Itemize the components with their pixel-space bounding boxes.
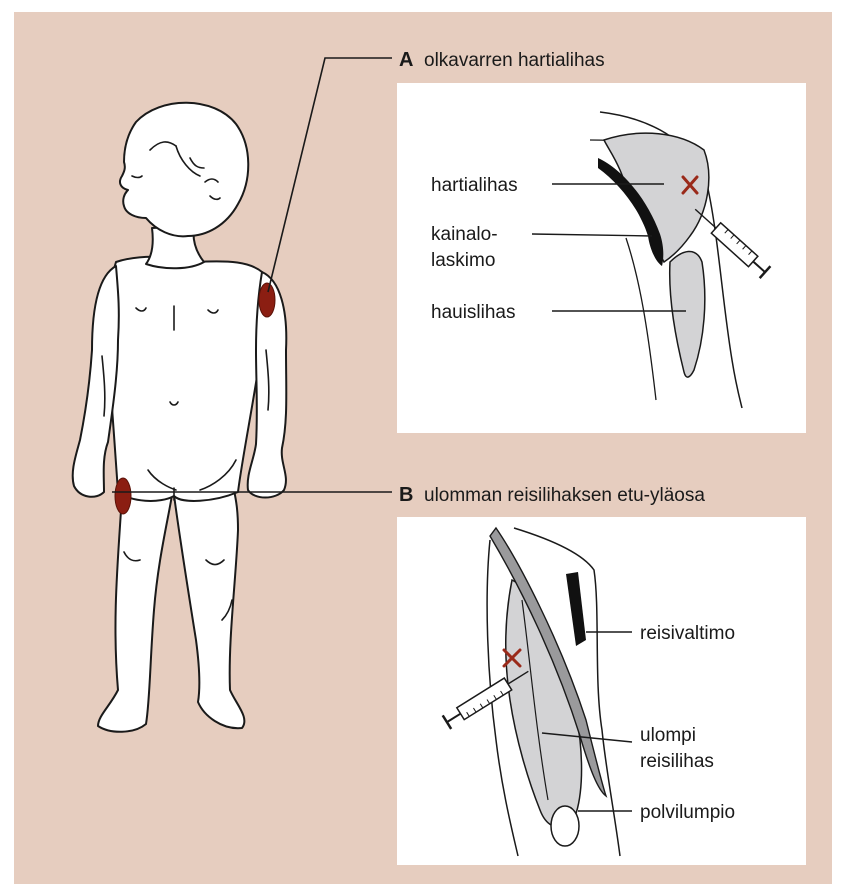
label-deltoid: hartialihas	[431, 175, 518, 196]
label-femoral-artery: reisivaltimo	[640, 623, 735, 644]
label-axillary-vein-2: laskimo	[431, 250, 495, 271]
label-axillary-vein-1: kainalo-	[431, 224, 498, 245]
leader-line-a	[268, 58, 392, 292]
label-biceps: hauislihas	[431, 302, 516, 323]
section-b-letter: B	[399, 484, 413, 506]
label-thigh-muscle-1: ulompi	[640, 725, 696, 746]
panel-b: reisivaltimo ulompi reisilihas polvilump…	[397, 517, 806, 865]
injection-site-thigh	[115, 478, 131, 514]
panel-a: hartialihas kainalo- laskimo hauislihas	[397, 83, 806, 433]
label-kneecap: polvilumpio	[640, 802, 735, 823]
child-figure-icon	[73, 103, 287, 732]
section-a-letter: A	[399, 49, 413, 71]
section-a-title: olkavarren hartialihas	[424, 50, 605, 71]
kneecap	[551, 806, 579, 846]
injection-site-arm	[259, 283, 275, 317]
label-thigh-muscle-2: reisilihas	[640, 751, 714, 772]
section-b-title: ulomman reisilihaksen etu-yläosa	[424, 485, 705, 506]
